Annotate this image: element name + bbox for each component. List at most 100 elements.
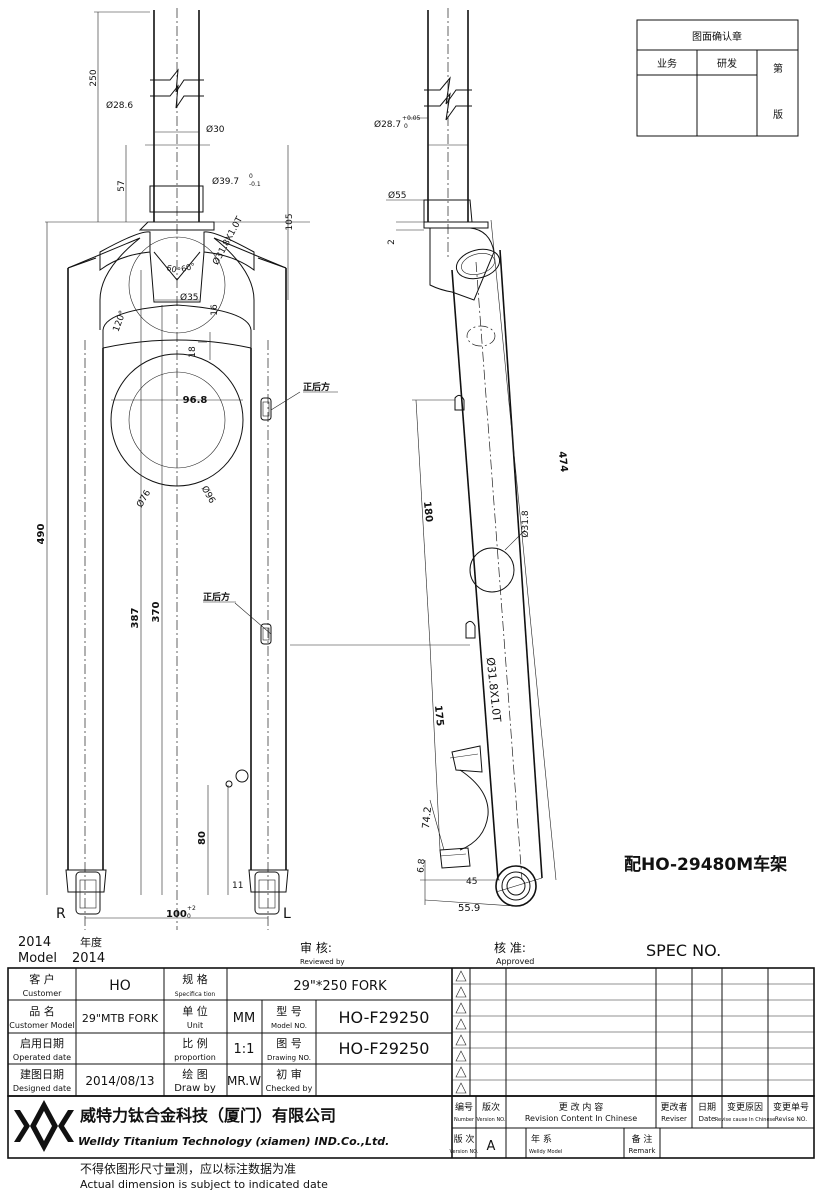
rev-h-date-cn: 日期 [698,1102,716,1113]
prop-cn: 比 例 [182,1036,208,1050]
draw-cn: 绘 图 [182,1067,208,1081]
rev-h-no-cn: 变更单号 [773,1101,809,1113]
dim-45: 45 [466,877,477,887]
year-label: 2014 [18,935,51,950]
approval-edition-1: 第 [773,62,783,75]
dim-474: 474 [556,451,569,473]
drawno-en: Drawing NO. [267,1054,311,1062]
label-front-rear-1: 正后方 [303,381,330,393]
front-view: 250 Ø28.6 Ø30 57 Ø39.7 0 -0.1 105 Ø31.8X… [36,8,338,930]
footer-note-cn: 不得依图形尺寸量测，应以标注数据为准 [80,1161,296,1176]
rev-h-reviser-en: Reviser [661,1115,687,1123]
dim-2: 2 [387,239,397,245]
year-model-en: Welldy Model [529,1149,562,1155]
prop-value: 1:1 [234,1042,255,1057]
remark-cn: 备 注 [632,1133,653,1145]
year-cn: 年度 [80,935,102,949]
check-cn: 初 审 [276,1067,302,1081]
dim-100-tol-top: +2 [187,905,196,912]
frame-note: 配HO-29480M车架 [624,854,787,875]
revision-rows [452,970,814,1094]
dim-6-8: 6.8 [416,858,427,874]
rev-h-content-en: Revision Content In Chinese [525,1114,637,1123]
modelno-value: HO-F29250 [339,1008,430,1027]
dim-28-6: Ø28.6 [106,100,133,111]
unit-en: Unit [187,1021,203,1030]
rev-h-number-cn: 编号 [455,1101,473,1113]
dim-28-7: Ø28.7 [374,119,401,130]
version-en: Version NO. [449,1149,478,1155]
dim-39-7: Ø39.7 [212,176,239,187]
dim-105: 105 [285,213,295,230]
dim-11: 11 [232,881,243,891]
prop-en: proportion [174,1053,216,1062]
dim-80: 80 [197,831,208,845]
check-en: Checked by [266,1084,313,1093]
angle-120: 120° [112,309,129,333]
dim-76: Ø76 [134,488,153,510]
dim-39-7-tol: -0.1 [249,181,261,188]
dim-28-7-tol0: 0 [404,123,408,130]
dim-28-7-tol: +0.05 [402,115,421,122]
spec-value: 29"*250 FORK [293,979,387,994]
side-view: Ø28.7 +0.05 0 Ø55 2 474 180 Ø31.8 Ø31.8X… [290,8,787,914]
remark-en: Remark [629,1147,657,1155]
dim-74-2: 74.2 [421,806,434,829]
reviewed-cn: 审 核: [300,940,332,955]
approval-col-sales: 业务 [657,57,677,70]
dim-100-tol-bot: 0 [187,913,191,920]
opdate-en: Operated date [13,1053,71,1062]
approval-edition-2: 版 [773,108,783,121]
customer-en: Customer [23,989,63,998]
dim-30: Ø30 [206,124,225,135]
version-value: A [487,1139,496,1154]
unit-cn: 单 位 [182,1004,208,1018]
dim-39-7-tol0: 0 [249,173,253,180]
dim-31-8-side: Ø31.8 [520,510,531,537]
dim-55: Ø55 [388,190,407,201]
customer-value: HO [109,978,131,994]
spec-cn: 规 格 [182,972,208,986]
cmodel-cn: 品 名 [29,1004,55,1018]
rev-h-date-en: Date [699,1115,716,1123]
approved-en: Approved [496,957,534,966]
angle-60-b: 60° [180,262,196,274]
dim-16: 16 [210,304,220,316]
dim-18: 18 [188,346,198,358]
angle-60-a: 60° [165,263,181,275]
rev-h-version-en: Version NO. [476,1117,505,1123]
drawno-cn: 图 号 [276,1037,302,1050]
approved-cn: 核 准: [494,941,526,955]
spec-no: SPEC NO. [646,941,721,960]
dim-387: 387 [130,608,141,629]
model-label: Model [18,951,57,966]
side-l-label: L [283,906,291,922]
dim-55-9: 55.9 [458,903,480,914]
approval-box: 图面确认章 业务 研发 第 版 [636,19,799,137]
opdate-cn: 启用日期 [20,1037,64,1050]
modelno-cn: 型 号 [276,1004,302,1018]
modelno-en: Model NO. [271,1022,307,1030]
title-block: 2014 年度 Model 2014 审 核: Reviewed by 核 准:… [7,935,815,1191]
dim-250: 250 [89,69,99,86]
draw-value: MR.W [227,1074,261,1088]
company-logo-icon [14,1100,74,1152]
dim-96-8: 96.8 [183,395,208,406]
customer-cn: 客 户 [29,972,55,986]
dim-35: Ø35 [180,292,199,303]
approval-title: 图面确认章 [692,30,742,43]
footer-note-en: Actual dimension is subject to indicated… [80,1178,328,1191]
dim-100: 100 [166,909,187,920]
rev-h-cause-cn: 变更原因 [727,1101,763,1113]
desdate-cn: 建图日期 [20,1067,64,1081]
cmodel-value: 29"MTB FORK [82,1012,159,1025]
draw-en: Draw by [174,1083,216,1094]
dim-490: 490 [36,524,47,545]
rev-h-version-cn: 版次 [482,1101,500,1113]
year-model-cn: 年 系 [531,1133,552,1145]
company-name-en: Welldy Titanium Technology (xiamen) IND.… [78,1135,389,1148]
dim-96: Ø96 [199,484,218,506]
dim-175: 175 [432,705,445,727]
rev-h-no-en: Revise NO. [775,1116,808,1123]
